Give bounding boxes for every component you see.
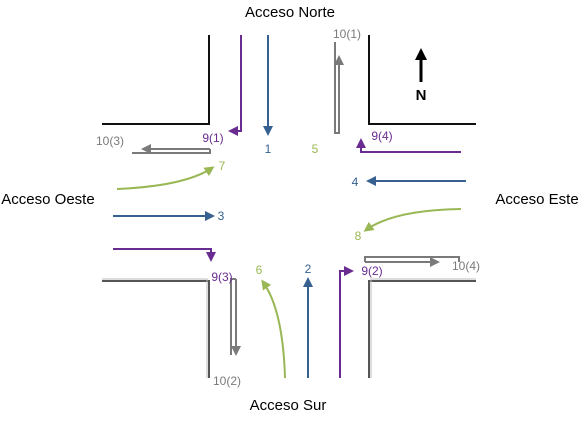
approach-south-label: Acceso Sur bbox=[250, 397, 327, 414]
movement-10-2-return bbox=[230, 278, 236, 355]
movement-2-label: 2 bbox=[305, 262, 312, 276]
movement-10-1-arrow bbox=[334, 42, 344, 134]
curb-southeast-shadow bbox=[370, 278, 476, 378]
left-turn-movements bbox=[113, 35, 461, 378]
movement-9-3-label: 9(3) bbox=[211, 270, 232, 284]
movement-7-arrow bbox=[116, 166, 215, 190]
north-arrow: N bbox=[415, 48, 427, 104]
movement-10-2-label: 10(2) bbox=[213, 374, 241, 388]
movement-10-4-label: 10(4) bbox=[452, 259, 480, 273]
approach-west-label: Acceso Oeste bbox=[1, 191, 94, 208]
curb-southwest bbox=[102, 280, 210, 378]
movement-9-1-label: 9(1) bbox=[202, 131, 223, 145]
approach-north-label: Acceso Norte bbox=[245, 4, 335, 21]
movement-1-label: 1 bbox=[265, 142, 272, 156]
curb-northeast bbox=[368, 35, 476, 125]
right-turn-movements bbox=[116, 166, 462, 379]
movement-9-2-arrow bbox=[339, 266, 354, 378]
movement-8-label: 8 bbox=[355, 229, 362, 243]
movement-9-1-arrow bbox=[228, 35, 242, 136]
movement-9-3-arrow bbox=[113, 248, 216, 262]
movement-6-label: 6 bbox=[256, 263, 263, 277]
movement-5-label: 5 bbox=[312, 142, 319, 156]
movement-3-label: 3 bbox=[218, 209, 225, 223]
movement-10-1-label: 10(1) bbox=[333, 27, 361, 41]
curb-southwest-shadow bbox=[102, 278, 208, 378]
movement-8-arrow bbox=[363, 208, 462, 232]
movement-10-4-return bbox=[364, 256, 460, 262]
movement-4-label: 4 bbox=[352, 175, 359, 189]
curb-southeast bbox=[368, 280, 476, 378]
north-arrow-label: N bbox=[416, 87, 427, 104]
movement-6-arrow bbox=[261, 279, 286, 379]
u-turn-movements bbox=[132, 42, 460, 356]
approach-east-label: Acceso Este bbox=[495, 191, 578, 208]
curbs bbox=[102, 35, 476, 378]
movement-7-label: 7 bbox=[219, 159, 226, 173]
movement-9-4-label: 9(4) bbox=[371, 129, 392, 143]
movement-10-3-label: 10(3) bbox=[96, 134, 124, 148]
movement-9-4-arrow bbox=[356, 138, 461, 153]
curb-northwest bbox=[102, 35, 210, 125]
through-movements bbox=[113, 35, 466, 378]
movement-9-2-label: 9(2) bbox=[361, 264, 382, 278]
movement-10-3-return bbox=[132, 149, 211, 154]
